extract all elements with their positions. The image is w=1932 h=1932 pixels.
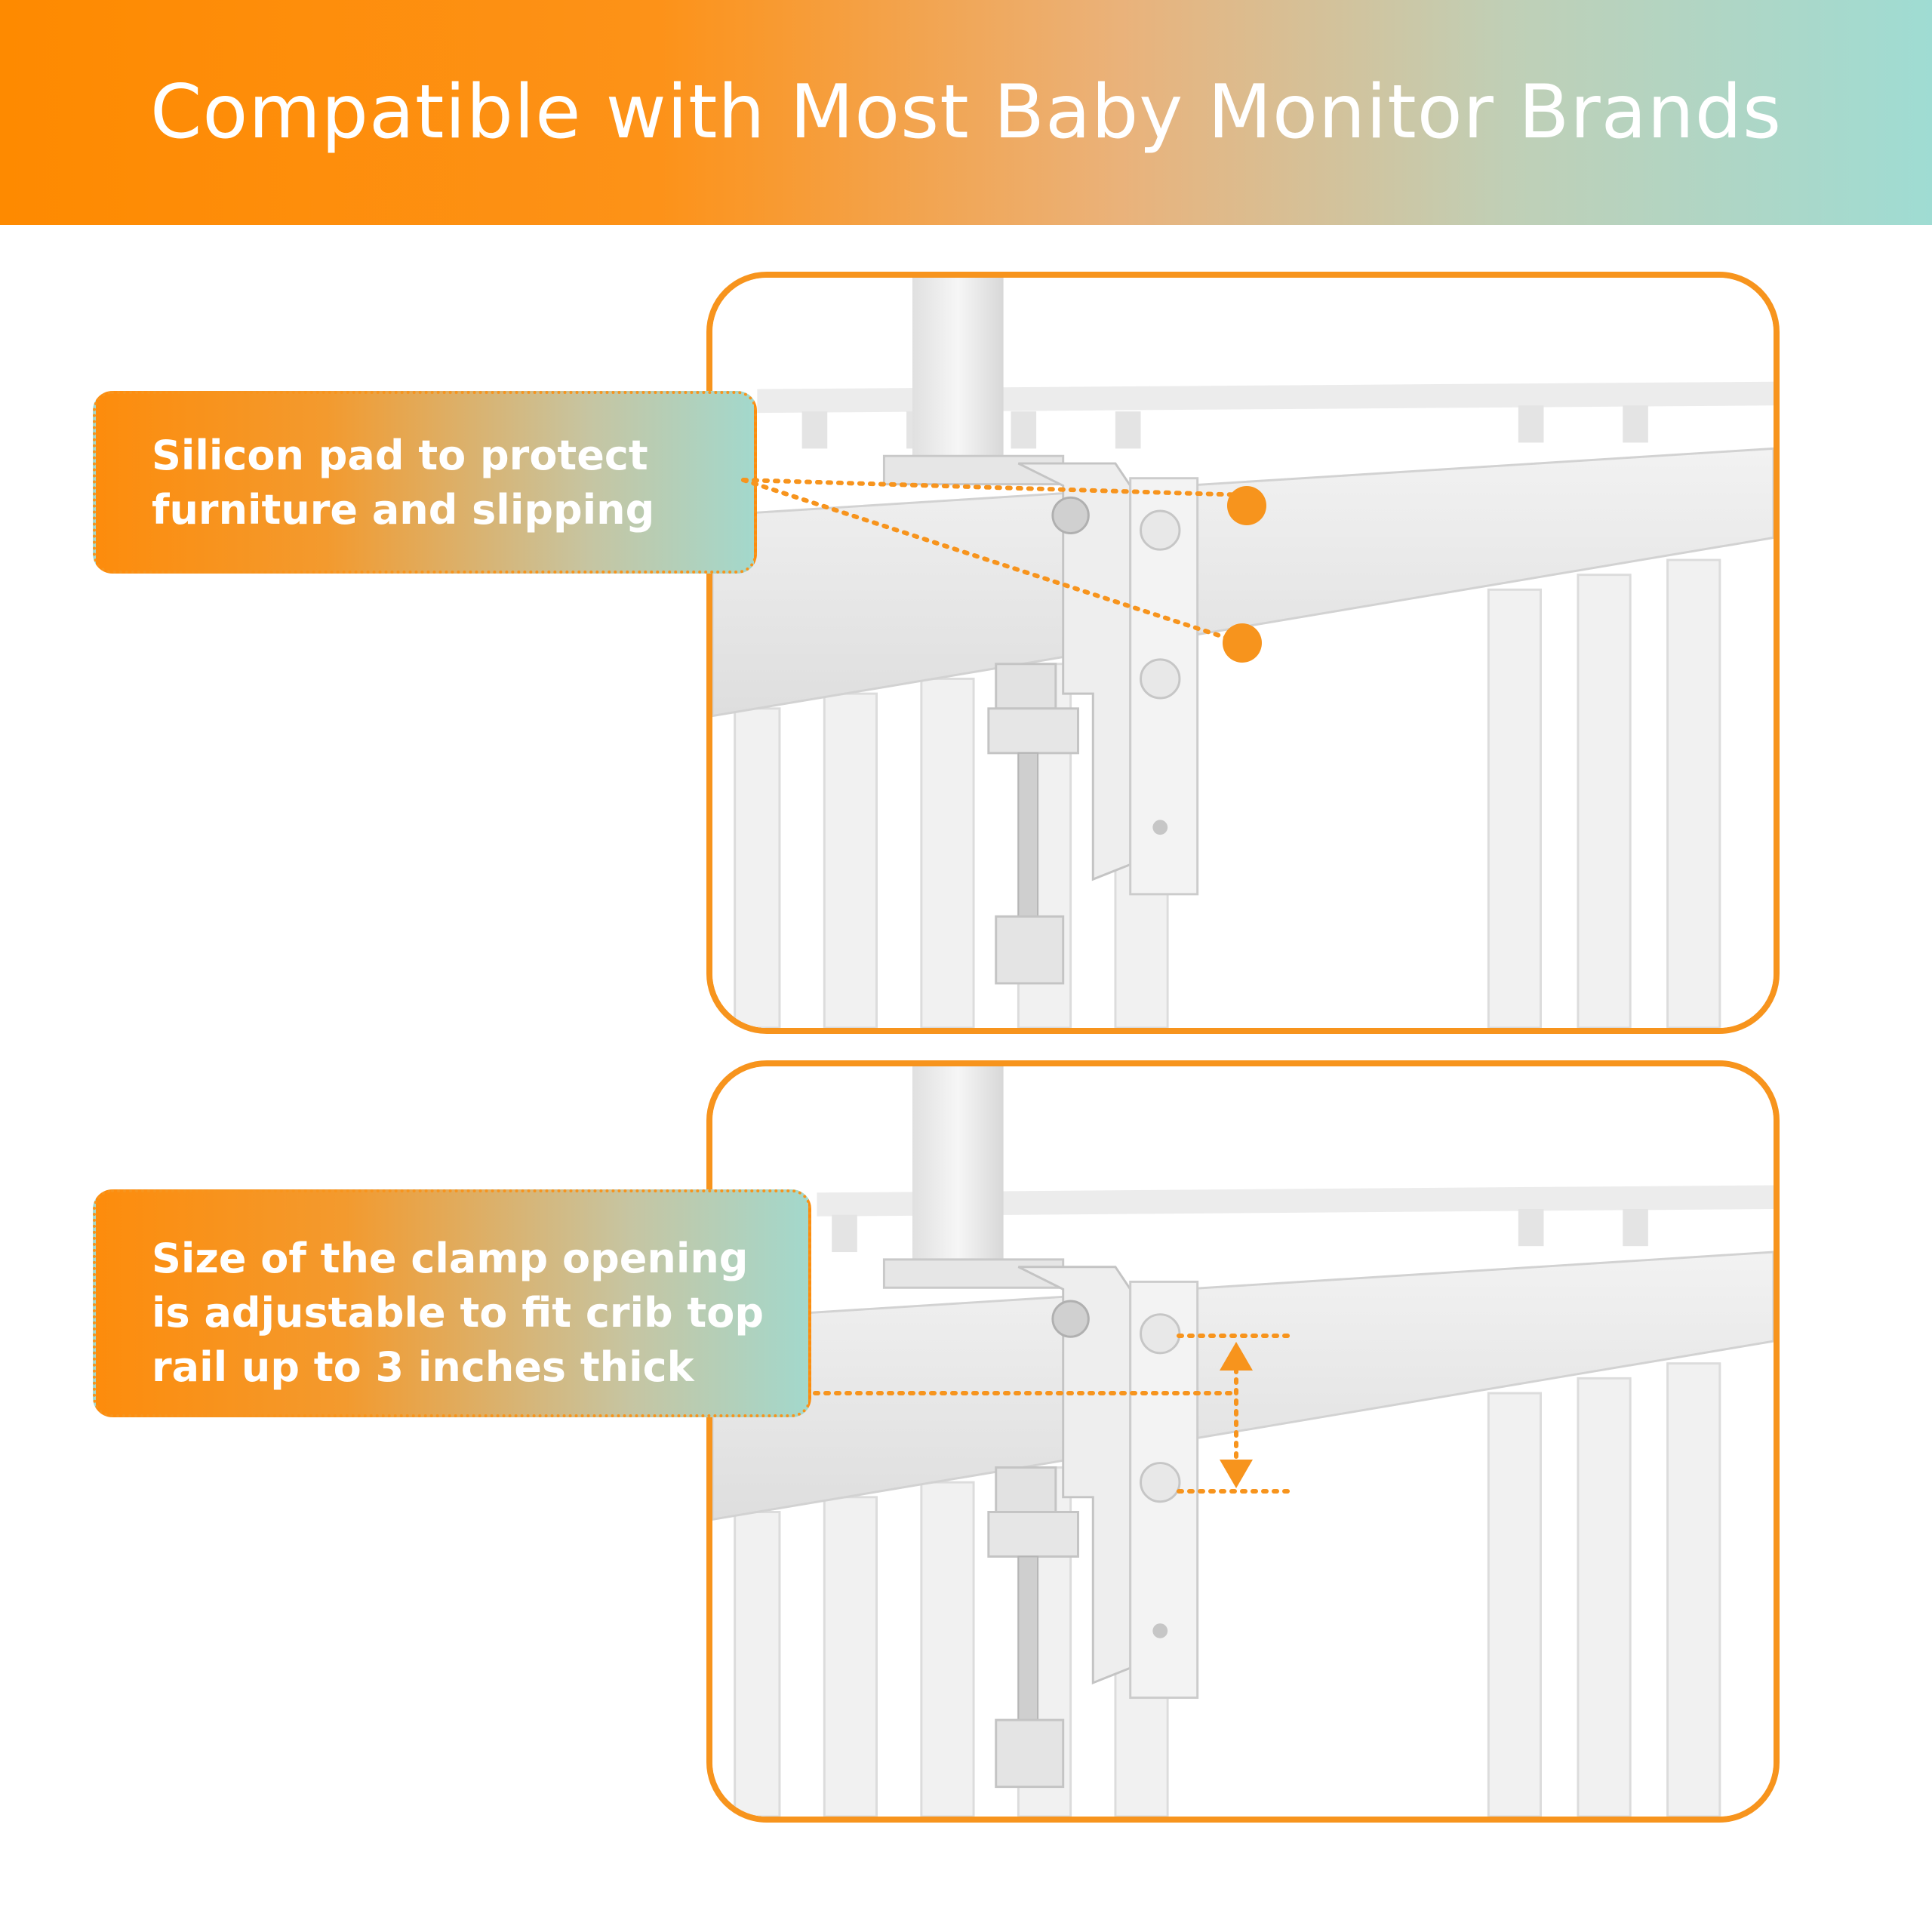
callout-text: Size of the clamp opening is adjustable … [152,1235,764,1391]
page-title: Compatible with Most Baby Monitor Brands [149,69,1783,155]
clamp-illustration-panel-bottom [706,1060,1780,1823]
clamp-opening-callout: Size of the clamp opening is adjustable … [93,1189,811,1417]
callout-text: Silicon pad to protect furniture and sli… [152,432,655,534]
silicon-pad-callout: Silicon pad to protect furniture and sli… [93,391,757,574]
clamp-illustration-panel-top [706,272,1780,1034]
header-banner: Compatible with Most Baby Monitor Brands [0,0,1932,225]
crib-clamp-illustration [712,1066,1774,1817]
crib-clamp-illustration [712,278,1774,1028]
